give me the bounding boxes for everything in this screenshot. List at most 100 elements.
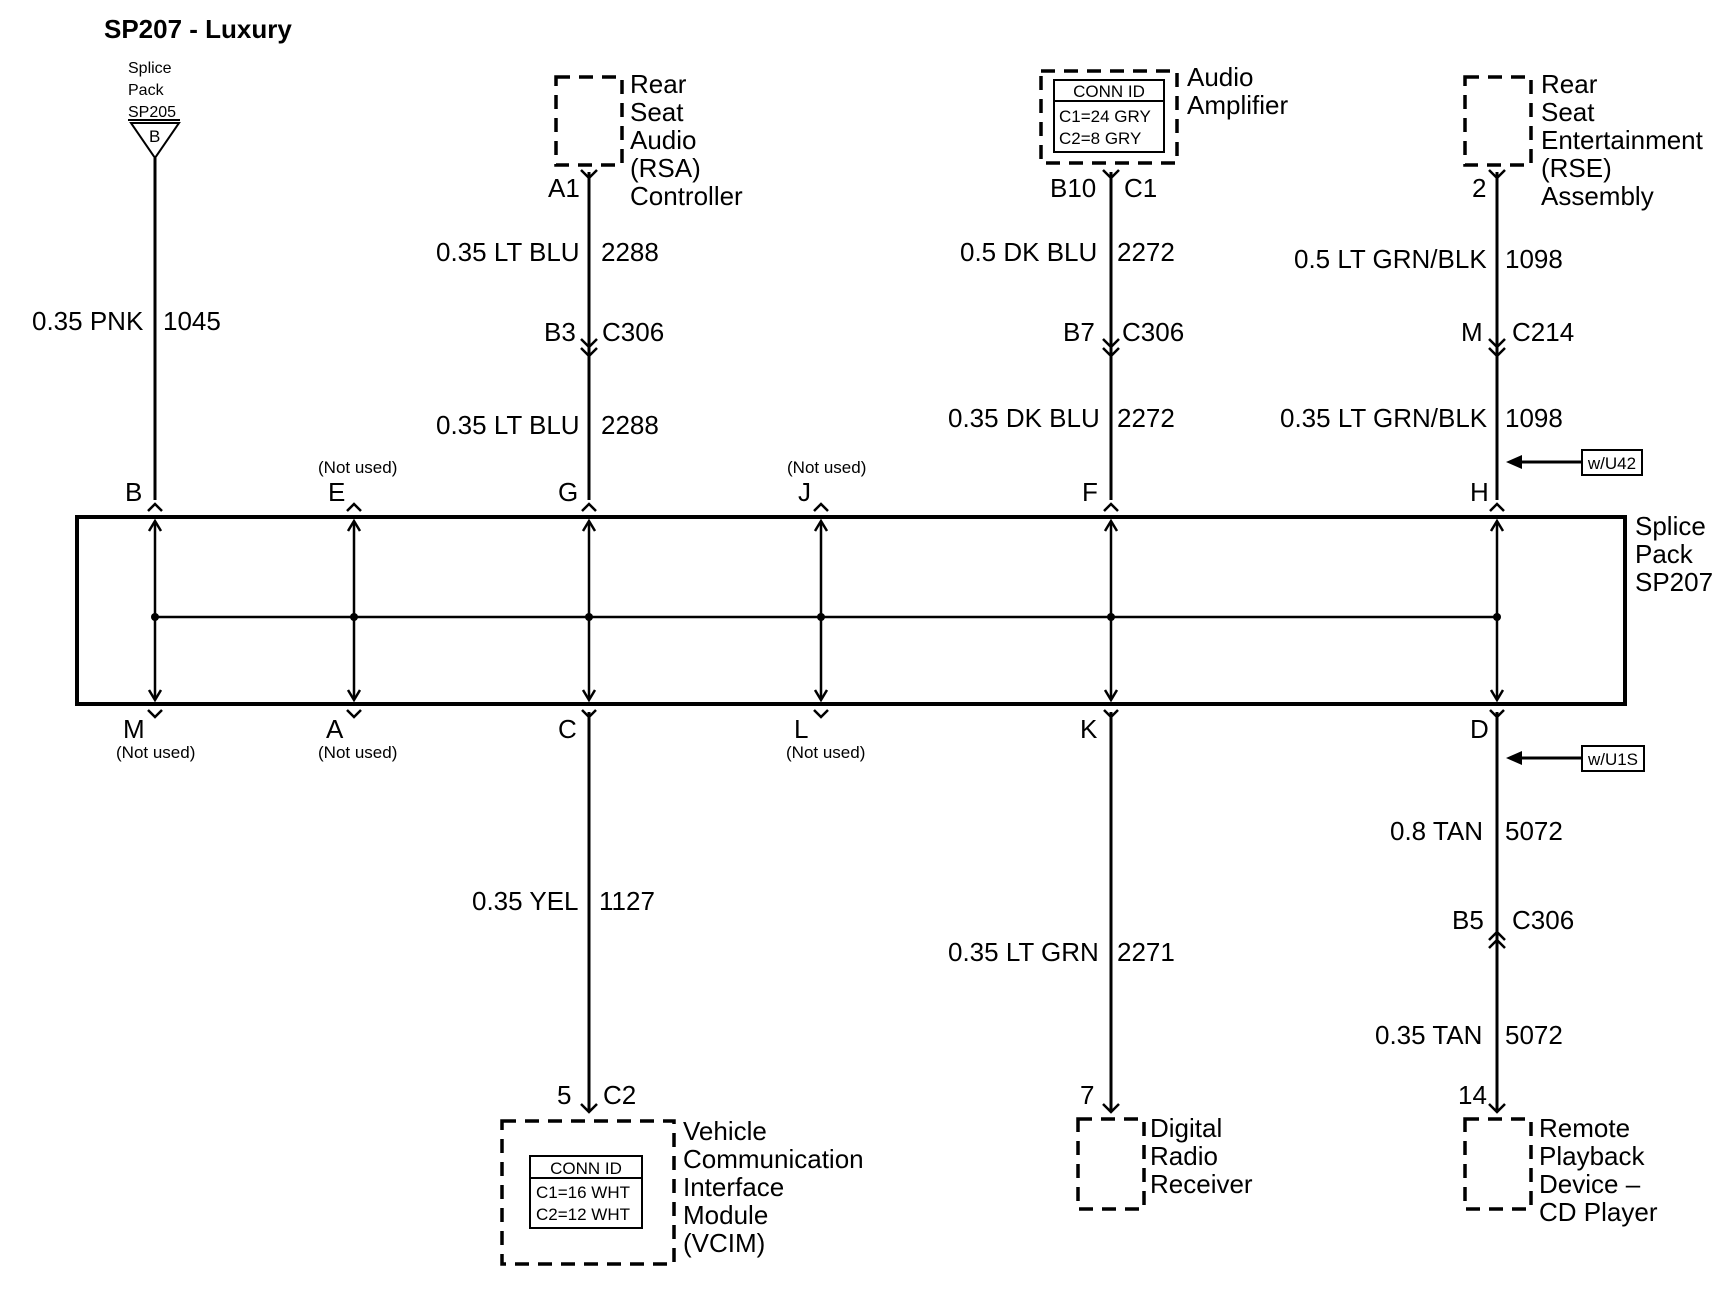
rse-connector-pin: M	[1461, 317, 1483, 347]
rsa-name-line-3: Audio	[630, 125, 697, 155]
sp205-pin: B	[149, 127, 160, 146]
pin-f-terminal-icon	[1103, 502, 1119, 512]
amp-connector-id: C306	[1122, 317, 1184, 347]
sp205-label-line-3: SP205	[128, 104, 176, 121]
rse-wire2-gauge-color: 0.35 LT GRN/BLK	[1280, 403, 1488, 433]
audio-amplifier: CONN ID C1=24 GRY C2=8 GRY Audio Amplifi…	[948, 62, 1288, 500]
bottom-pin-k: K	[1080, 714, 1098, 744]
drr-wire-circuit: 2271	[1117, 937, 1175, 967]
option-u1s-arrow-icon	[1506, 751, 1522, 765]
bottom-pin-l: L	[794, 714, 808, 744]
c306-b5-connector-icon	[1488, 930, 1506, 949]
drr-name-line-1: Digital	[1150, 1113, 1222, 1143]
splice-down-arrow-icon	[147, 689, 163, 703]
diagram-title: SP207 - Luxury	[104, 14, 292, 44]
rse-name-line-5: Assembly	[1541, 181, 1654, 211]
rsa-name-line-4: (RSA)	[630, 153, 701, 183]
rse-wire2-circuit: 1098	[1505, 403, 1563, 433]
rse-connector-id: C214	[1512, 317, 1574, 347]
vcim-wire-circuit: 1127	[599, 886, 655, 916]
option-u42-label: w/U42	[1587, 454, 1636, 473]
remote-playback-device: w/U1S 0.8 TAN 5072 B5 C306 0.35 TAN 5072…	[1375, 712, 1658, 1227]
sp205-label-line-2: Pack	[128, 82, 165, 99]
rse-name-line-2: Seat	[1541, 97, 1595, 127]
vcim-conn-id-header: CONN ID	[550, 1159, 622, 1178]
vcim-name-line-3: Interface	[683, 1172, 784, 1202]
splice-down-arrow-icon	[813, 689, 829, 703]
rsa-wire2-circuit: 2288	[601, 410, 659, 440]
bottom-pin-c: C	[558, 714, 577, 744]
wire-1045-gauge-color: 0.35 PNK	[32, 306, 144, 336]
bottom-pin-a: A	[326, 714, 344, 744]
drr-pin-terminal-icon	[1102, 1103, 1120, 1114]
drr-name-line-3: Receiver	[1150, 1169, 1253, 1199]
splice-down-arrow-icon	[1103, 689, 1119, 703]
splice-up-arrow-icon	[346, 518, 362, 532]
rsa-wire1-gauge-color: 0.35 LT BLU	[436, 237, 580, 267]
pin-k-terminal-icon	[1103, 709, 1119, 719]
rse-name-line-4: (RSE)	[1541, 153, 1612, 183]
vcim-pin-terminal-icon	[580, 1103, 598, 1114]
rsa-name-line-5: Controller	[630, 181, 743, 211]
amp-wire1-circuit: 2272	[1117, 237, 1175, 267]
amp-conn-id-box	[1053, 79, 1165, 153]
rse-pin: 2	[1472, 173, 1486, 203]
splice-up-arrow-icon	[581, 518, 597, 532]
splice-pack-box	[75, 515, 1627, 706]
c214-m-connector-icon	[1488, 338, 1506, 358]
digital-radio-receiver: 0.35 LT GRN 2271 7 Digital Radio Receive…	[948, 712, 1253, 1211]
amp-pin: B10	[1050, 173, 1096, 203]
rpd-wire2-circuit: 5072	[1505, 1020, 1563, 1050]
amp-conn-id-c1: C1=24 GRY	[1059, 107, 1151, 126]
pin-c-terminal-icon	[581, 709, 597, 719]
sp205-reference: Splice Pack SP205 B 0.35 PNK 1045	[32, 60, 221, 500]
top-pin-j-not-used: (Not used)	[787, 458, 866, 477]
option-u1s-label: w/U1S	[1587, 750, 1638, 769]
rpd-box	[1463, 1117, 1533, 1211]
pin-m-terminal-icon	[147, 709, 163, 719]
top-pin-j: J	[798, 477, 811, 507]
rse-box	[1463, 75, 1533, 167]
rsa-wire1-circuit: 2288	[601, 237, 659, 267]
splice-junction-dot	[1107, 613, 1115, 621]
amp-conn-id-c2: C2=8 GRY	[1059, 129, 1141, 148]
rpd-wire1-gauge-color: 0.8 TAN	[1390, 816, 1483, 846]
c306-b7-connector-icon	[1102, 338, 1120, 358]
amp-name-line-1: Audio	[1187, 62, 1254, 92]
wire-1045-circuit: 1045	[163, 306, 221, 336]
drr-wire-gauge-color: 0.35 LT GRN	[948, 937, 1099, 967]
rpd-wire1-circuit: 5072	[1505, 816, 1563, 846]
pin-e-terminal-icon	[346, 502, 362, 512]
rsa-controller-box	[554, 75, 624, 167]
rsa-name-line-2: Seat	[630, 97, 684, 127]
option-u42-box	[1581, 449, 1643, 476]
rse-wire1-circuit: 1098	[1505, 244, 1563, 274]
vcim-box	[500, 1119, 676, 1266]
amp-wire2-circuit: 2272	[1117, 403, 1175, 433]
vcim-wire-gauge-color: 0.35 YEL	[472, 886, 579, 916]
rpd-pin: 14	[1458, 1080, 1487, 1110]
option-u1s-box	[1581, 745, 1645, 772]
splice-pack-label-line-2: Pack	[1635, 539, 1694, 569]
amp-conn: C1	[1124, 173, 1157, 203]
drr-name-line-2: Radio	[1150, 1141, 1218, 1171]
amp-name-line-2: Amplifier	[1187, 90, 1288, 120]
splice-junction-dot	[350, 613, 358, 621]
rpd-name-line-3: Device –	[1539, 1169, 1641, 1199]
bottom-pin-m-not-used: (Not used)	[116, 743, 195, 762]
vcim-conn-id-c1: C1=16 WHT	[536, 1183, 630, 1202]
rsa-connector-pin: B3	[544, 317, 576, 347]
amp-wire2-gauge-color: 0.35 DK BLU	[948, 403, 1100, 433]
rsa-connector-id: C306	[602, 317, 664, 347]
option-u42-arrow-icon	[1506, 455, 1522, 469]
rsa-name-line-1: Rear	[630, 69, 687, 99]
rsa-controller: Rear Seat Audio (RSA) Controller A1 0.35…	[436, 69, 743, 500]
vcim-name-line-4: Module	[683, 1200, 768, 1230]
vcim-conn: C2	[603, 1080, 636, 1110]
rpd-connector-pin: B5	[1452, 905, 1484, 935]
pin-l-terminal-icon	[813, 709, 829, 719]
amp-conn-id-header: CONN ID	[1073, 82, 1145, 101]
c306-b3-connector-icon	[580, 338, 598, 358]
vcim-conn-id-c2: C2=12 WHT	[536, 1205, 630, 1224]
sp205-label-line-1: Splice	[128, 60, 172, 77]
